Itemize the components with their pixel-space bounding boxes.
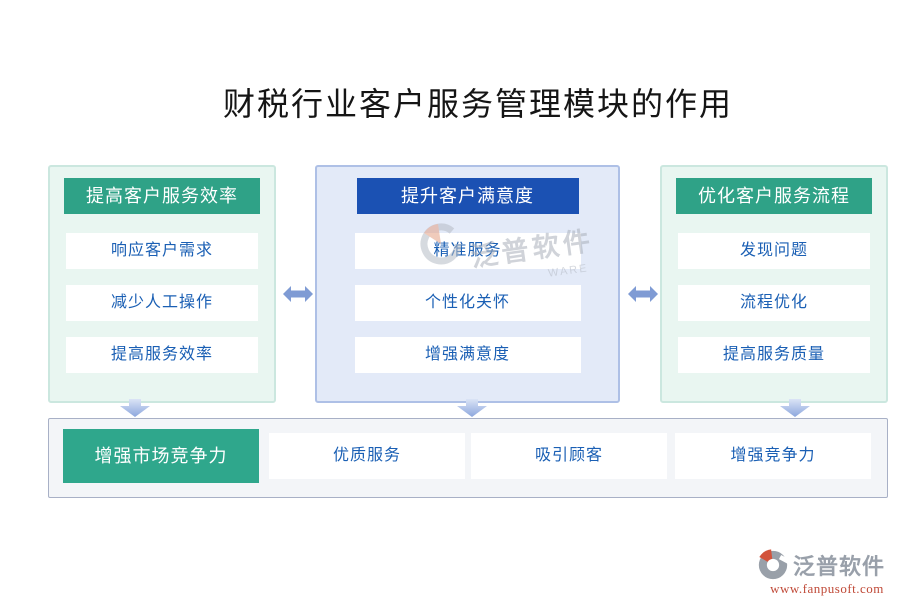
left-right-arrow-icon xyxy=(283,286,313,302)
result-item: 吸引顾客 xyxy=(471,433,667,479)
column-item: 个性化关怀 xyxy=(354,285,581,321)
column-item: 发现问题 xyxy=(678,233,870,269)
result-item: 增强竞争力 xyxy=(675,433,871,479)
column-item: 提高服务效率 xyxy=(66,337,258,373)
column-service-efficiency: 提高客户服务效率 响应客户需求 减少人工操作 提高服务效率 xyxy=(48,165,276,403)
brand-url: www.fanpusoft.com xyxy=(770,581,884,596)
page-title: 财税行业客户服务管理模块的作用 xyxy=(222,86,733,122)
column-header: 优化客户服务流程 xyxy=(676,178,872,214)
column-header: 提升客户满意度 xyxy=(356,178,579,214)
column-header: 提高客户服务效率 xyxy=(64,178,260,214)
brand-logo-icon xyxy=(758,549,790,580)
column-item: 增强满意度 xyxy=(354,337,581,373)
down-arrow-icon xyxy=(120,399,150,417)
result-primary: 增强市场竞争力 xyxy=(63,429,259,483)
brand-name: 泛普软件 xyxy=(793,554,886,579)
column-process-optimization: 优化客户服务流程 发现问题 流程优化 提高服务质量 xyxy=(660,165,888,403)
down-arrow-icon xyxy=(457,399,487,417)
column-customer-satisfaction: 提升客户满意度 精准服务 个性化关怀 增强满意度 xyxy=(315,165,620,403)
column-item: 响应客户需求 xyxy=(66,233,258,269)
brand-logo: 泛普软件 www.fanpusoft.com xyxy=(756,548,898,597)
column-item: 减少人工操作 xyxy=(66,285,258,321)
column-item: 流程优化 xyxy=(678,285,870,321)
column-item: 提高服务质量 xyxy=(678,337,870,373)
result-item: 优质服务 xyxy=(269,433,465,479)
down-arrow-icon xyxy=(780,399,810,417)
result-bar: 增强市场竞争力 优质服务 吸引顾客 增强竞争力 xyxy=(48,418,888,498)
column-item: 精准服务 xyxy=(354,233,581,269)
left-right-arrow-icon xyxy=(628,286,658,302)
